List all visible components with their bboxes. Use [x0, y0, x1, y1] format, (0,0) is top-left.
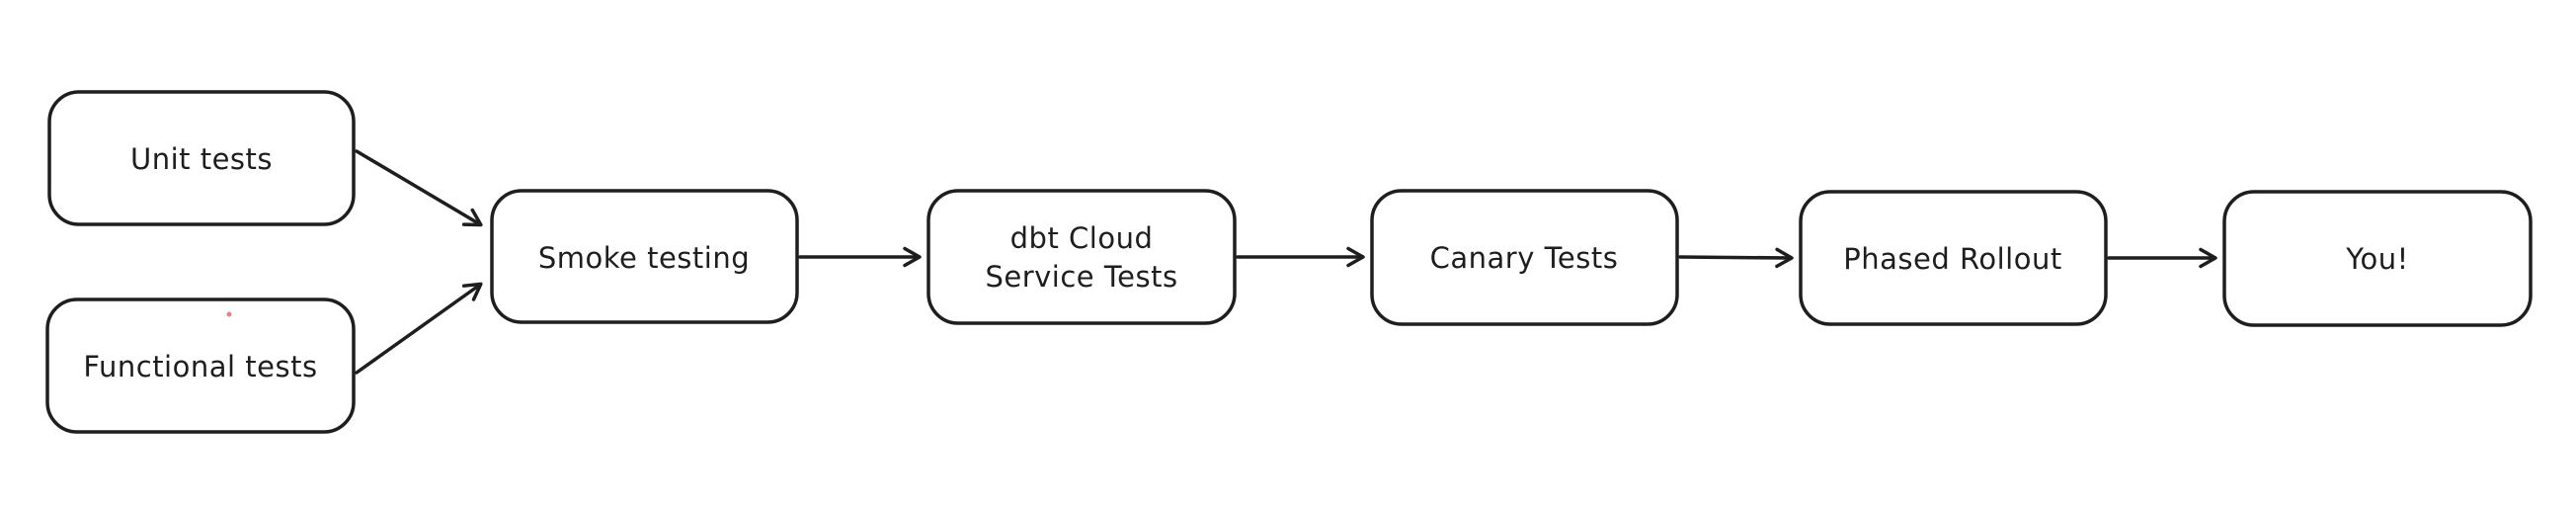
node-unit-tests-box — [47, 90, 356, 226]
node-you-box — [2222, 190, 2533, 327]
node-dbt-cloud-service-tests-box — [926, 189, 1237, 325]
node-dbt-cloud-service-tests: dbt Cloud Service Tests — [926, 189, 1237, 325]
node-smoke-testing-label: Smoke testing — [538, 241, 750, 275]
node-smoke-testing-box — [490, 189, 799, 324]
edge-unit-tests-to-smoke-testing — [355, 149, 483, 227]
node-you-label: You! — [2345, 242, 2409, 276]
node-canary-tests-label: Canary Tests — [1430, 241, 1619, 275]
node-dbt-cloud-service-tests-label-line2: Service Tests — [985, 260, 1177, 294]
stray-red-dot — [226, 311, 232, 317]
node-unit-tests-label: Unit tests — [130, 142, 273, 176]
node-phased-rollout: Phased Rollout — [1799, 190, 2108, 326]
node-smoke-testing: Smoke testing — [490, 189, 799, 324]
edge-functional-tests-to-smoke-testing — [355, 282, 483, 375]
node-dbt-cloud-service-tests-label-line1: dbt Cloud — [1010, 221, 1154, 255]
node-functional-tests-label: Functional tests — [83, 350, 317, 383]
node-canary-tests-box — [1370, 189, 1679, 326]
edge-canary-tests-to-phased-rollout — [1678, 247, 1794, 269]
node-functional-tests: Functional tests — [45, 298, 356, 434]
node-functional-tests-box — [45, 298, 356, 434]
node-unit-tests: Unit tests — [47, 90, 356, 226]
node-you: You! — [2222, 190, 2533, 327]
node-phased-rollout-label: Phased Rollout — [1843, 242, 2061, 276]
node-canary-tests: Canary Tests — [1370, 189, 1679, 326]
edges-layer — [355, 149, 2217, 375]
node-phased-rollout-box — [1799, 190, 2108, 326]
